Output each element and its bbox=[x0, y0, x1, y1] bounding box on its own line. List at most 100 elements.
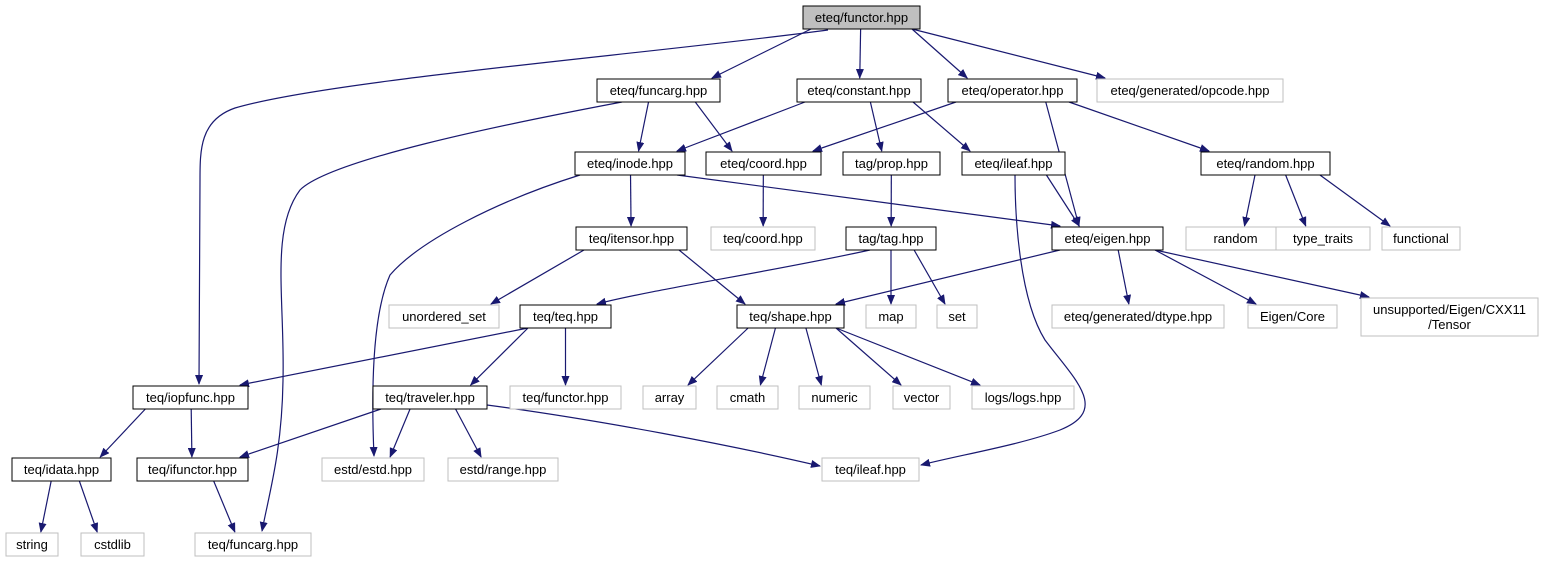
node-itensor[interactable]: teq/itensor.hpp bbox=[575, 226, 688, 251]
node-label-cmath: cmath bbox=[730, 390, 765, 405]
edge-random_hpp-to-random bbox=[1242, 174, 1256, 227]
node-label-opcode: eteq/generated/opcode.hpp bbox=[1110, 83, 1269, 98]
edge-operator-to-random_hpp bbox=[1068, 101, 1210, 152]
node-label-array: array bbox=[655, 390, 685, 405]
node-range: estd/range.hpp bbox=[447, 457, 559, 482]
node-label-ifunctor: teq/ifunctor.hpp bbox=[148, 462, 237, 477]
edge-iopfunc-to-idata bbox=[99, 408, 146, 458]
edge-funcarg-to-inode bbox=[636, 101, 650, 152]
edge-functor-to-opcode bbox=[911, 28, 1106, 80]
node-box-logs bbox=[971, 385, 1075, 410]
node-label-funcarg: eteq/funcarg.hpp bbox=[610, 83, 708, 98]
node-random: random bbox=[1185, 226, 1286, 251]
edge-functor-to-funcarg bbox=[711, 28, 812, 79]
node-label-iopfunc: teq/iopfunc.hpp bbox=[146, 390, 235, 405]
edge-tag-to-teq bbox=[596, 249, 871, 306]
node-random_hpp[interactable]: eteq/random.hpp bbox=[1200, 151, 1331, 176]
node-box-operator bbox=[947, 78, 1078, 103]
node-box-map bbox=[865, 304, 917, 329]
node-operator[interactable]: eteq/operator.hpp bbox=[947, 78, 1078, 103]
node-label-eigen: eteq/eigen.hpp bbox=[1064, 231, 1150, 246]
node-funcarg[interactable]: eteq/funcarg.hpp bbox=[596, 78, 721, 103]
node-label-inode: eteq/inode.hpp bbox=[587, 156, 673, 171]
node-box-shape bbox=[736, 304, 845, 329]
edge-random_hpp-to-functional bbox=[1319, 174, 1391, 227]
edge-shape-to-cmath bbox=[758, 327, 777, 386]
edge-operator-to-coord bbox=[812, 101, 957, 152]
edge-iopfunc-to-ifunctor bbox=[187, 408, 196, 458]
edge-inode-to-eigen bbox=[676, 174, 1061, 229]
node-eileaf[interactable]: eteq/ileaf.hpp bbox=[961, 151, 1066, 176]
node-teqileaf: teq/ileaf.hpp bbox=[821, 457, 920, 482]
node-box-inode bbox=[574, 151, 686, 176]
edge-shape-to-vector bbox=[835, 327, 902, 386]
node-box-estd bbox=[321, 457, 425, 482]
node-label-teqfuncarg: teq/funcarg.hpp bbox=[208, 537, 298, 552]
node-box-teqfuncarg bbox=[194, 532, 312, 557]
node-eigencore: Eigen/Core bbox=[1247, 304, 1338, 329]
node-label-functional: functional bbox=[1393, 231, 1449, 246]
node-box-array bbox=[642, 385, 697, 410]
edge-traveler-to-estd bbox=[389, 408, 411, 458]
node-shape[interactable]: teq/shape.hpp bbox=[736, 304, 845, 329]
edge-constant-to-inode bbox=[676, 101, 806, 152]
edge-functor-to-iopfunc bbox=[195, 29, 829, 385]
edge-shape-to-logs bbox=[835, 327, 981, 386]
edge-tag-to-set bbox=[913, 249, 946, 305]
node-box-numeric bbox=[798, 385, 871, 410]
node-constant[interactable]: eteq/constant.hpp bbox=[796, 78, 922, 103]
node-label-itensor: teq/itensor.hpp bbox=[589, 231, 674, 246]
node-ifunctor[interactable]: teq/ifunctor.hpp bbox=[136, 457, 249, 482]
node-label-eigencore: Eigen/Core bbox=[1260, 309, 1325, 324]
node-box-eigencore bbox=[1247, 304, 1338, 329]
node-box-tensor bbox=[1360, 297, 1539, 337]
node-label2-tensor: /Tensor bbox=[1428, 317, 1471, 332]
node-array: array bbox=[642, 385, 697, 410]
node-idata[interactable]: teq/idata.hpp bbox=[11, 457, 112, 482]
node-box-eigen bbox=[1051, 226, 1164, 251]
node-label-traveler: teq/traveler.hpp bbox=[385, 390, 475, 405]
node-label-teqcoord: teq/coord.hpp bbox=[723, 231, 803, 246]
node-logs: logs/logs.hpp bbox=[971, 385, 1075, 410]
node-label-numeric: numeric bbox=[811, 390, 858, 405]
node-iopfunc[interactable]: teq/iopfunc.hpp bbox=[132, 385, 249, 410]
edge-eigen-to-dtype bbox=[1117, 249, 1132, 305]
node-type_traits: type_traits bbox=[1275, 226, 1371, 251]
node-eigen[interactable]: eteq/eigen.hpp bbox=[1051, 226, 1164, 251]
node-tensor: unsupported/Eigen/CXX11/Tensor bbox=[1360, 297, 1539, 337]
node-coord[interactable]: eteq/coord.hpp bbox=[705, 151, 822, 176]
edge-functor-to-constant bbox=[855, 28, 864, 79]
node-label-random_hpp: eteq/random.hpp bbox=[1216, 156, 1314, 171]
node-label-teqileaf: teq/ileaf.hpp bbox=[835, 462, 906, 477]
node-box-string bbox=[5, 532, 59, 557]
node-label-teq: teq/teq.hpp bbox=[533, 309, 598, 324]
edge-idata-to-cstdlib bbox=[78, 480, 99, 533]
edge-itensor-to-unordered_set bbox=[490, 249, 585, 305]
edge-traveler-to-ifunctor bbox=[239, 408, 382, 458]
node-label-cstdlib: cstdlib bbox=[94, 537, 131, 552]
edge-eigen-to-tensor bbox=[1154, 249, 1370, 299]
node-box-constant bbox=[796, 78, 922, 103]
node-estd: estd/estd.hpp bbox=[321, 457, 425, 482]
node-inode[interactable]: eteq/inode.hpp bbox=[574, 151, 686, 176]
node-label-logs: logs/logs.hpp bbox=[985, 390, 1062, 405]
node-label-type_traits: type_traits bbox=[1293, 231, 1353, 246]
node-prop[interactable]: tag/prop.hpp bbox=[842, 151, 941, 176]
node-tag[interactable]: tag/tag.hpp bbox=[845, 226, 937, 251]
edge-constant-to-prop bbox=[869, 101, 884, 152]
node-box-teqileaf bbox=[821, 457, 920, 482]
node-functor: eteq/functor.hpp bbox=[802, 5, 921, 30]
node-traveler[interactable]: teq/traveler.hpp bbox=[372, 385, 488, 410]
node-box-range bbox=[447, 457, 559, 482]
node-box-teqcoord bbox=[710, 226, 816, 251]
edge-eileaf-to-teqileaf bbox=[920, 174, 1086, 467]
node-label-eileaf: eteq/ileaf.hpp bbox=[974, 156, 1052, 171]
node-teq[interactable]: teq/teq.hpp bbox=[519, 304, 612, 329]
node-label-constant: eteq/constant.hpp bbox=[807, 83, 910, 98]
node-box-teqfunctor bbox=[509, 385, 622, 410]
node-label-prop: tag/prop.hpp bbox=[855, 156, 928, 171]
node-teqcoord: teq/coord.hpp bbox=[710, 226, 816, 251]
edge-teq-to-iopfunc bbox=[239, 327, 529, 388]
node-label-string: string bbox=[16, 537, 48, 552]
edge-teq-to-traveler bbox=[469, 327, 529, 386]
